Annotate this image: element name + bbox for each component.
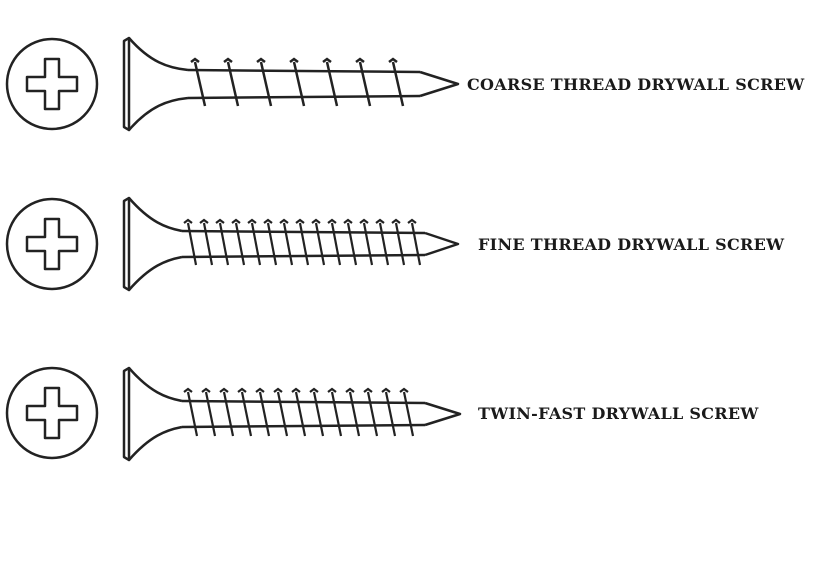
twin-thread-crest	[363, 387, 373, 393]
coarse-thread	[325, 61, 339, 107]
twin-thread	[330, 391, 343, 437]
phillips-head-icon	[5, 366, 99, 460]
twin-thread	[294, 391, 307, 437]
fine-thread-crest	[327, 218, 337, 224]
coarse-screw-label: COARSE THREAD DRYWALL SCREW	[467, 75, 805, 94]
fine-thread-crest	[391, 218, 401, 224]
coarse-thread-crest	[289, 57, 299, 63]
fine-thread	[218, 222, 230, 266]
fine-screw-row	[5, 196, 460, 292]
twin-thread-crest	[309, 387, 319, 393]
coarse-thread	[358, 61, 372, 107]
twin-thread-crest	[237, 387, 247, 393]
fine-thread-crest	[183, 218, 193, 224]
twin-thread-crest	[183, 387, 193, 393]
fine-thread	[234, 222, 246, 266]
coarse-thread-crest	[388, 57, 398, 63]
fine-thread-crest	[279, 218, 289, 224]
fine-thread	[330, 222, 342, 266]
fine-screw-side-icon	[122, 196, 460, 292]
twin-thread-crest	[255, 387, 265, 393]
fine-thread-crest	[311, 218, 321, 224]
coarse-thread-crest	[256, 57, 266, 63]
twin-thread	[222, 391, 235, 437]
twin-thread-crest	[345, 387, 355, 393]
twinfast-screw-side-icon	[122, 366, 462, 462]
twin-thread	[258, 391, 271, 437]
twin-thread	[276, 391, 289, 437]
coarse-thread	[259, 61, 273, 107]
twin-thread	[186, 391, 199, 437]
twin-thread	[204, 391, 217, 437]
fine-thread-crest	[199, 218, 209, 224]
twinfast-screw-row	[5, 366, 462, 462]
coarse-thread-crest	[322, 57, 332, 63]
twin-thread-crest	[219, 387, 229, 393]
twin-thread-crest	[399, 387, 409, 393]
fine-thread	[410, 222, 422, 266]
twin-thread-crest	[291, 387, 301, 393]
coarse-thread-crest	[190, 57, 200, 63]
twin-thread	[240, 391, 253, 437]
coarse-thread	[391, 61, 405, 107]
coarse-thread-crest	[223, 57, 233, 63]
fine-thread	[314, 222, 326, 266]
fine-thread	[186, 222, 198, 266]
twin-thread	[366, 391, 379, 437]
fine-thread-crest	[407, 218, 417, 224]
fine-thread	[346, 222, 358, 266]
twin-thread	[402, 391, 415, 437]
twin-thread-crest	[273, 387, 283, 393]
coarse-thread-crest	[355, 57, 365, 63]
fine-thread	[378, 222, 390, 266]
twin-thread-crest	[381, 387, 391, 393]
coarse-thread	[292, 61, 306, 107]
twin-thread	[348, 391, 361, 437]
fine-thread	[250, 222, 262, 266]
fine-thread	[202, 222, 214, 266]
fine-thread-crest	[375, 218, 385, 224]
fine-thread-crest	[295, 218, 305, 224]
phillips-head-icon	[5, 197, 99, 291]
twin-thread-crest	[327, 387, 337, 393]
twin-thread-crest	[201, 387, 211, 393]
twin-thread	[384, 391, 397, 437]
coarse-screw-side-icon	[122, 36, 460, 132]
fine-thread	[362, 222, 374, 266]
fine-thread-crest	[359, 218, 369, 224]
fine-thread-crest	[215, 218, 225, 224]
fine-thread	[266, 222, 278, 266]
coarse-thread	[226, 61, 240, 107]
coarse-thread	[193, 61, 207, 107]
fine-thread-crest	[263, 218, 273, 224]
fine-thread-crest	[343, 218, 353, 224]
coarse-screw-row	[5, 36, 460, 132]
twinfast-screw-label: TWIN-FAST DRYWALL SCREW	[478, 404, 759, 423]
fine-thread	[282, 222, 294, 266]
fine-screw-label: FINE THREAD DRYWALL SCREW	[478, 235, 785, 254]
phillips-head-icon	[5, 37, 99, 131]
fine-thread	[298, 222, 310, 266]
fine-thread	[394, 222, 406, 266]
fine-thread-crest	[247, 218, 257, 224]
fine-thread-crest	[231, 218, 241, 224]
twin-thread	[312, 391, 325, 437]
